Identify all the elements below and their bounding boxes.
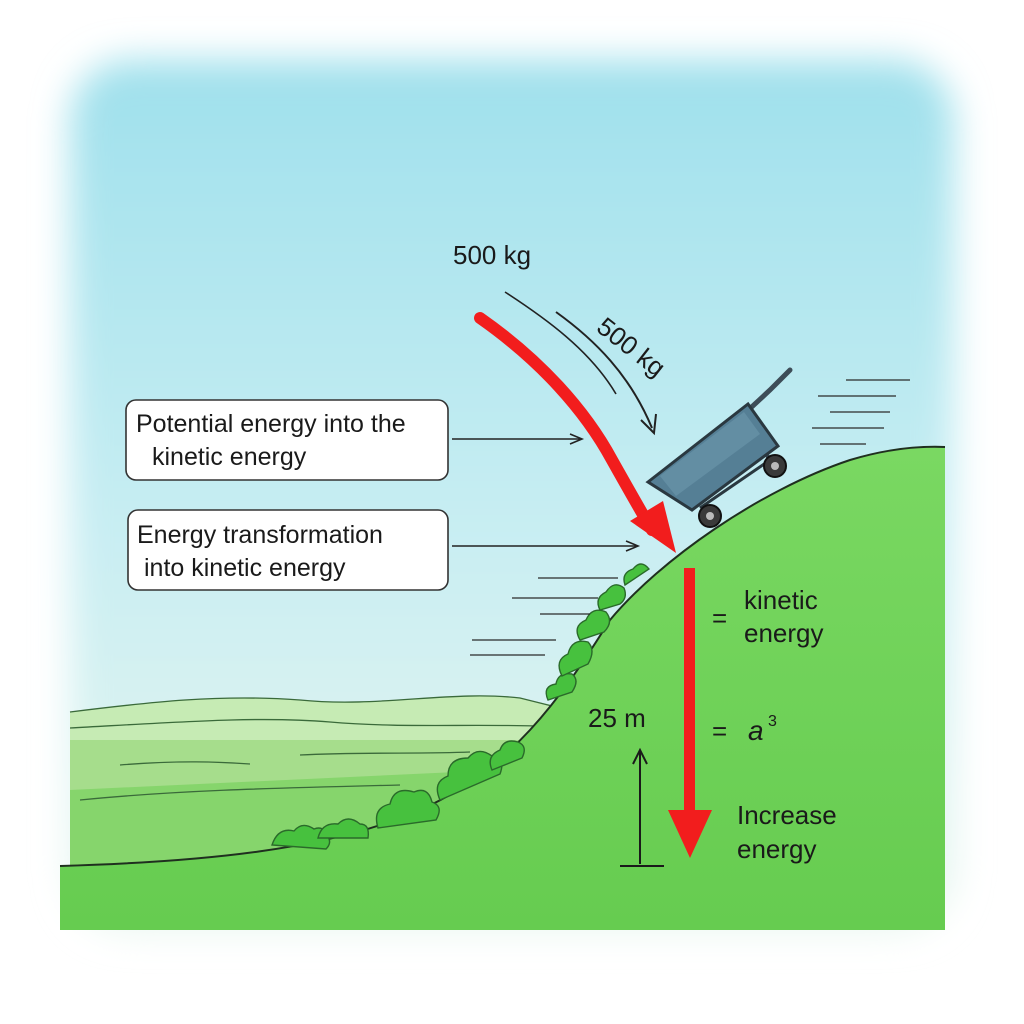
slope-curve-arrowhead — [640, 413, 657, 436]
equation-1-line2: energy — [744, 618, 824, 648]
equation-1-line1: kinetic — [744, 585, 818, 615]
motion-curve — [504, 291, 617, 395]
equation-2-base: a — [748, 715, 764, 746]
equation-2-exponent: 3 — [768, 713, 777, 730]
callout-transformation-line2: into kinetic energy — [144, 554, 346, 582]
equation-2-sign: = — [712, 716, 727, 746]
red-curved-arrowhead — [630, 501, 676, 553]
main-hill — [60, 446, 945, 930]
callout-potential-line2: kinetic energy — [152, 443, 307, 471]
increase-energy-line1: Increase — [737, 800, 837, 830]
equation-1-sign: = — [712, 603, 727, 633]
callout-potential-line1: Potential energy into the — [136, 410, 406, 438]
callout-transformation-line1: Energy transformation — [137, 521, 383, 549]
hill-contours — [69, 695, 553, 801]
height-label: 25 m — [588, 703, 646, 733]
callout-potential: Potential energy into the kinetic energy — [125, 399, 449, 481]
red-down-arrow-head — [668, 810, 712, 858]
callout-transformation: Energy transformation into kinetic energ… — [127, 509, 449, 591]
far-hills-band — [70, 695, 552, 740]
bushes — [271, 563, 651, 850]
motion-lines — [470, 379, 910, 656]
height-arrowhead — [632, 747, 648, 765]
cart — [645, 367, 793, 528]
red-down-arrow-shaft — [684, 568, 695, 818]
mass-label-top: 500 kg — [453, 240, 531, 270]
red-curved-arrow — [474, 312, 658, 536]
increase-energy-line2: energy — [737, 834, 817, 864]
slope-curve-arrow — [555, 311, 653, 429]
